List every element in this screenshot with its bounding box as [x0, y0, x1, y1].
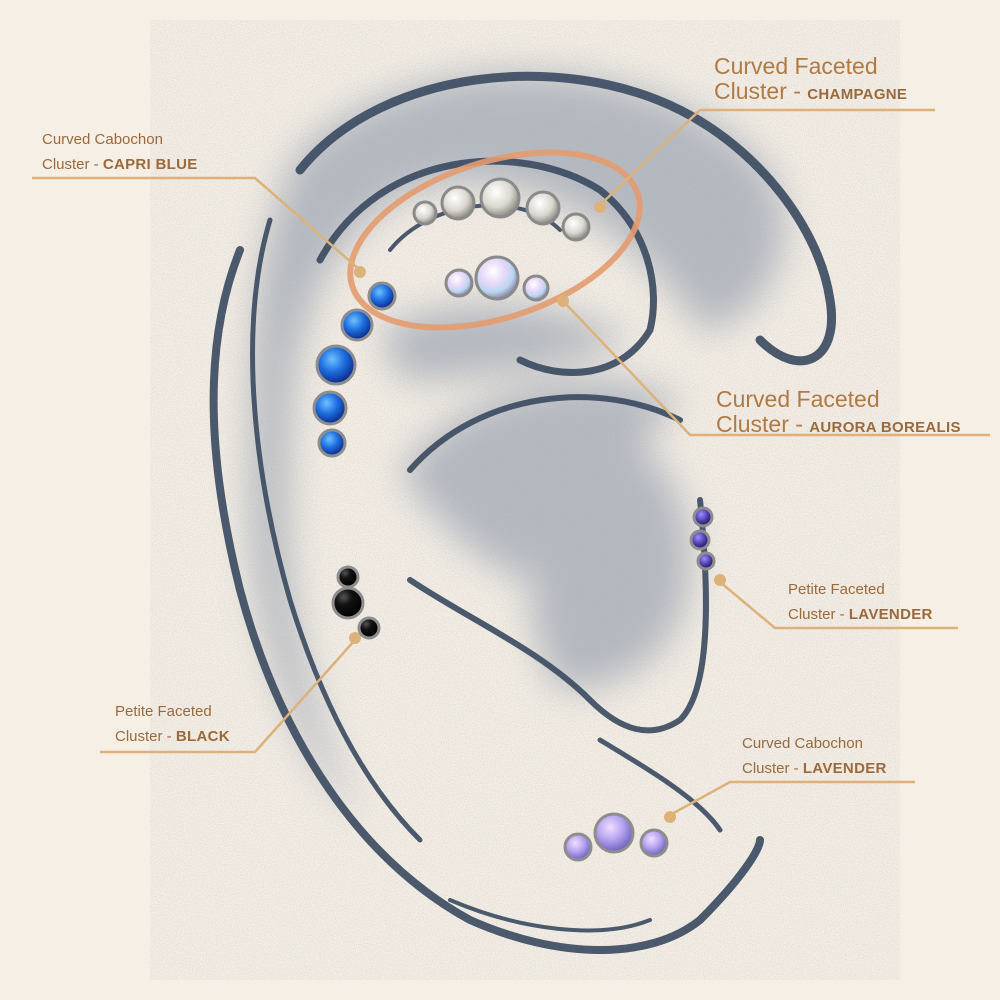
callout-dots — [349, 201, 726, 823]
callout-lines — [32, 108, 990, 817]
label-aurora-variant: AURORA BOREALIS — [809, 419, 961, 436]
label-black-variant: BLACK — [175, 728, 230, 745]
label-black: Petite Faceted Cluster - BLACK — [115, 699, 230, 749]
capri-blue-cluster — [312, 281, 397, 458]
label-lavender-petite-variant: LAVENDER — [848, 606, 933, 623]
label-capri-blue-line1: Curved Cabochon — [42, 131, 163, 148]
black-cluster — [331, 565, 381, 640]
label-black-prefix: Cluster - — [115, 728, 176, 745]
aurora-borealis-cluster — [444, 255, 550, 302]
label-champagne-line1: Curved Faceted — [714, 53, 878, 79]
label-capri-blue-prefix: Cluster - — [42, 156, 103, 173]
label-capri-blue-variant: CAPRI BLUE — [102, 156, 198, 173]
label-lavender-petite-prefix: Cluster - — [788, 606, 849, 623]
label-lavender-curved-variant: LAVENDER — [802, 760, 887, 777]
label-lavender-curved-prefix: Cluster - — [742, 760, 803, 777]
label-black-line1: Petite Faceted — [115, 703, 212, 720]
lavender-curved-cluster — [563, 812, 669, 862]
label-champagne-prefix: Cluster - — [714, 78, 808, 104]
champagne-cluster — [412, 177, 591, 242]
label-aurora-prefix: Cluster - — [716, 411, 810, 437]
label-aurora-borealis: Curved Faceted Cluster - AURORA BOREALIS — [716, 387, 961, 440]
label-lavender-petite-line1: Petite Faceted — [788, 581, 885, 598]
label-capri-blue: Curved Cabochon Cluster - CAPRI BLUE — [42, 127, 198, 177]
label-aurora-line1: Curved Faceted — [716, 386, 880, 412]
lavender-petite-cluster — [689, 506, 716, 571]
highlight-ring — [347, 149, 643, 331]
label-lavender-curved: Curved Cabochon Cluster - LAVENDER — [742, 731, 887, 781]
label-lavender-petite: Petite Faceted Cluster - LAVENDER — [788, 577, 933, 627]
label-lavender-curved-line1: Curved Cabochon — [742, 735, 863, 752]
label-champagne-variant: CHAMPAGNE — [807, 86, 908, 103]
label-champagne: Curved Faceted Cluster - CHAMPAGNE — [714, 54, 907, 107]
